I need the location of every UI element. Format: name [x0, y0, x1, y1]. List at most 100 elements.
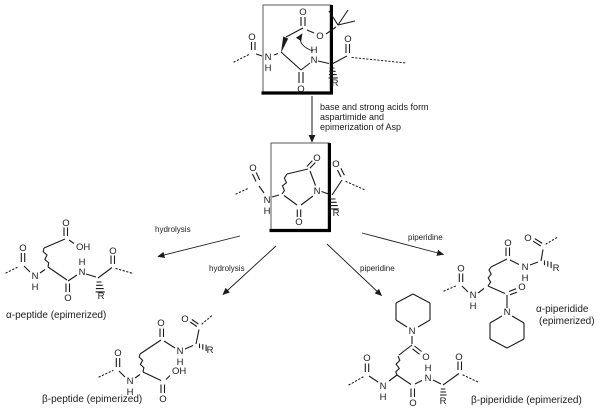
n-label: N [409, 326, 416, 337]
hash-bond-to-r [95, 281, 105, 293]
o-label: O [159, 394, 166, 405]
bonds [443, 236, 558, 349]
n-label: N [265, 52, 272, 63]
o-label: O [114, 348, 121, 359]
o-label: O [344, 34, 351, 45]
h-label: H [265, 63, 272, 74]
bonds [346, 293, 479, 397]
h-label: H [425, 363, 432, 374]
aspartimide-intermediate: O N H O N O R O [235, 153, 365, 228]
o-label: O [109, 246, 116, 257]
alpha-piperidide-label-line1: α-piperidide [536, 304, 589, 315]
n-label: N [504, 307, 511, 318]
n-label: N [380, 381, 387, 392]
bonds [233, 9, 407, 83]
arrow-piperidine-beta [326, 243, 383, 296]
o-label: O [455, 352, 462, 363]
squiggle-bond [42, 247, 50, 268]
piperidine-label-lower: piperidine [360, 264, 395, 273]
h-label: H [522, 273, 529, 284]
intermediate-highlight-box [269, 142, 331, 233]
n-label: N [470, 290, 477, 301]
hash-bond-to-r [543, 260, 552, 269]
n-label: N [314, 186, 321, 197]
oh-label: OH [172, 366, 186, 377]
wedge-bond [281, 36, 289, 53]
h-label: H [470, 301, 477, 312]
hash-bond-to-r [198, 343, 207, 352]
o-label: O [62, 218, 69, 229]
reactant-aspartyl-peptide: O N H O O O H N R O [233, 7, 407, 95]
o-label: O [297, 84, 304, 95]
o-label: O [316, 31, 323, 42]
bonds [235, 160, 365, 217]
h-label: H [127, 387, 134, 398]
h-label: H [32, 282, 39, 293]
beta-piperidide-label: β-piperidide (epimerized) [471, 395, 582, 406]
n-label: N [264, 195, 271, 206]
squiggle-bond [281, 173, 288, 195]
o-label: O [299, 7, 306, 18]
o-label: O [64, 293, 71, 304]
n-label: N [177, 346, 184, 357]
o-label: O [313, 153, 320, 164]
arrow-hydrolysis-beta [222, 245, 277, 295]
squiggle-bond [395, 355, 401, 376]
hydrolysis-label-lower: hydrolysis [209, 264, 245, 273]
annotation-line-1: base and strong acids form [320, 102, 429, 112]
n-label: N [522, 262, 529, 273]
n-label: N [127, 376, 134, 387]
product-beta-piperidide: N O N H O O H N R O [346, 293, 479, 409]
squiggle-bond [487, 266, 492, 287]
arrow-hydrolysis-alpha [157, 235, 241, 258]
o-label: O [332, 159, 339, 170]
product-beta-peptide: O N H O OH O N H R O [98, 314, 214, 405]
r-label: R [98, 291, 105, 302]
n-label: N [79, 267, 86, 278]
h-label: H [380, 392, 387, 403]
alpha-piperidide-label-line2: (epimerized) [539, 316, 595, 327]
curved-mechanism-arrow [295, 33, 314, 52]
reactant-highlight-box [261, 4, 333, 95]
r-label: R [207, 345, 214, 356]
hydrolysis-label-upper: hydrolysis [155, 225, 191, 234]
beta-peptide-label: β-peptide (epimerized) [42, 394, 142, 405]
alpha-peptide-label: α-peptide (epimerized) [6, 310, 106, 321]
h-label: H [311, 45, 318, 56]
hash-bond-to-r [329, 198, 339, 210]
bonds [5, 227, 134, 292]
r-label: R [333, 208, 340, 219]
o-label: O [422, 352, 429, 363]
hash-bond-to-r [328, 67, 338, 79]
o-label: O [157, 318, 164, 329]
h-label: H [79, 257, 86, 268]
o-label: O [19, 243, 26, 254]
n-label: N [311, 55, 318, 66]
h-label: H [177, 357, 184, 368]
bonds [98, 314, 213, 393]
squiggle-bond [138, 353, 145, 373]
r-label: R [553, 263, 560, 274]
o-label: O [457, 264, 464, 275]
o-label: O [518, 282, 525, 293]
r-label: R [440, 396, 447, 407]
r-label: R [332, 78, 339, 89]
step-annotation: base and strong acids form aspartimide a… [320, 102, 429, 132]
o-label: O [524, 233, 531, 244]
oh-label: OH [76, 242, 90, 253]
h-label: H [264, 206, 271, 217]
piperidine-label-upper: piperidine [408, 233, 443, 242]
product-alpha-peptide: O N H O OH O H N R O [5, 218, 134, 304]
o-label: O [249, 163, 256, 174]
o-label: O [409, 398, 416, 409]
n-label: N [32, 271, 39, 282]
arrow-piperidine-alpha [361, 232, 445, 256]
annotation-line-3: epimerization of Asp [320, 122, 401, 132]
n-label: N [425, 373, 432, 384]
o-label: O [295, 217, 302, 228]
o-label: O [248, 32, 255, 43]
o-label: O [181, 314, 188, 325]
o-label: O [363, 353, 370, 364]
